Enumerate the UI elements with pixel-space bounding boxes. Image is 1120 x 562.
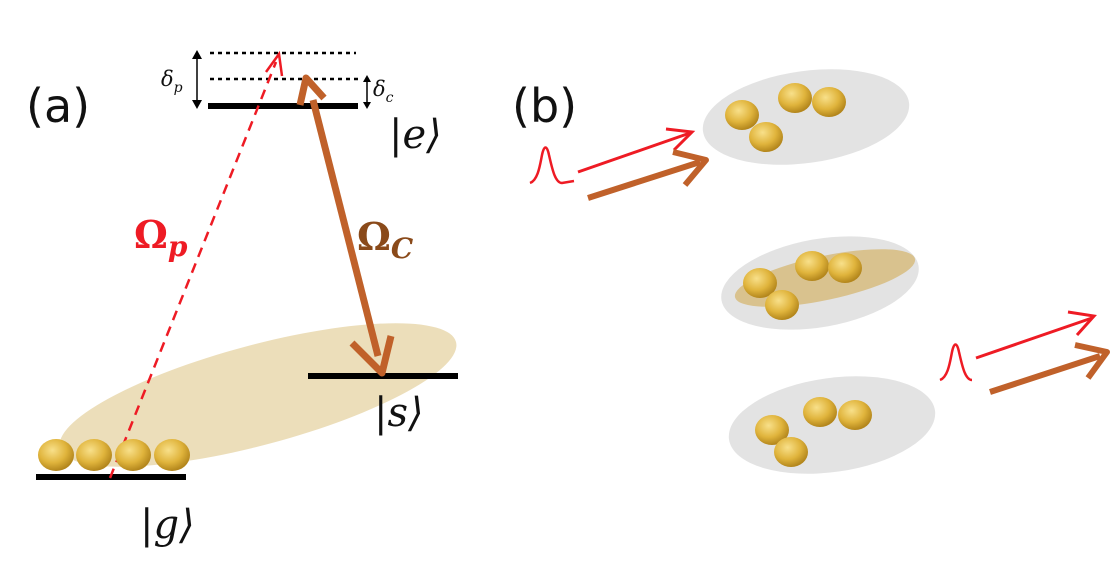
- atom: [812, 87, 846, 117]
- panel-a-label: (a): [26, 79, 90, 133]
- control-beam-out: [989, 353, 1101, 395]
- atom: [778, 83, 812, 113]
- atom: [743, 268, 777, 298]
- excited-state-label: |e⟩: [389, 112, 442, 158]
- probe-beam-in: [577, 131, 691, 174]
- control-detuning-label: δc: [373, 77, 394, 106]
- ground-state-label: |g⟩: [140, 502, 195, 548]
- probe-detuning-arrow: [192, 50, 202, 109]
- atom: [774, 437, 808, 467]
- atom: [795, 251, 829, 281]
- control-field-label: ΩC: [357, 214, 414, 265]
- probe-pulse-in-icon: [529, 146, 575, 185]
- probe-detuning-label: δp: [161, 67, 183, 96]
- cloud-ellipse: [728, 376, 936, 474]
- control-beam-out-head: [1074, 342, 1110, 380]
- atom-cloud-1: [702, 69, 910, 165]
- probe-transition-arrow: [108, 61, 278, 479]
- probe-beam-out-head: [1067, 310, 1097, 337]
- atom: [828, 253, 862, 283]
- atom: [749, 122, 783, 152]
- atom-cloud-2: [721, 236, 919, 330]
- atom: [38, 439, 74, 471]
- control-detuning-arrow: [363, 75, 371, 109]
- panel-b-label: (b): [512, 79, 577, 133]
- control-beam-in: [587, 159, 701, 201]
- atom: [765, 290, 799, 320]
- probe-beam-out: [975, 316, 1093, 360]
- spin-wave-ellipse: [59, 323, 457, 467]
- atom: [803, 397, 837, 427]
- atom-cloud-3: [728, 376, 936, 474]
- probe-field-label: Ωp: [134, 212, 188, 263]
- atom: [725, 100, 759, 130]
- atom: [154, 439, 190, 471]
- ground-atom-group: [38, 439, 190, 471]
- atom: [838, 400, 872, 430]
- atom: [755, 415, 789, 445]
- probe-pulse-out-icon: [939, 343, 973, 382]
- storage-state-label: |s⟩: [374, 390, 424, 436]
- probe-beam-in-head: [665, 127, 696, 152]
- atom: [76, 439, 112, 471]
- probe-arrowhead: [264, 50, 284, 77]
- control-transition-arrow: [296, 74, 395, 377]
- atom: [115, 439, 151, 471]
- control-beam-in-head: [672, 149, 709, 187]
